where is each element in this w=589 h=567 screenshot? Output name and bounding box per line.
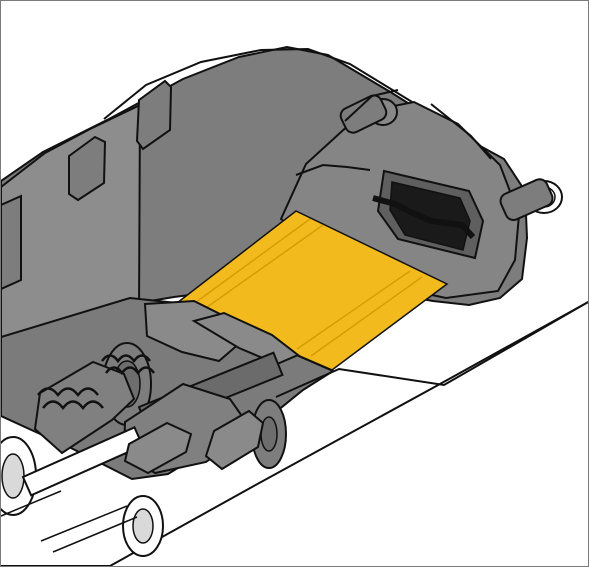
front-buffer-right (499, 178, 563, 222)
floor-line-3 (1, 490, 62, 517)
front-grille-step (372, 195, 476, 240)
lower-right-bracket (204, 409, 265, 471)
lower-center-block (123, 421, 193, 475)
underframe-lower-edge (1, 300, 588, 566)
floor-line-1 (40, 505, 128, 542)
floor-line-2 (52, 516, 138, 553)
spring-left (37, 387, 99, 398)
cab-window-upper (135, 79, 173, 151)
highlight-line-4 (310, 276, 423, 357)
nose-lower-contour (295, 163, 371, 176)
highlight-line-2 (202, 224, 324, 311)
axle-bottom (21, 426, 144, 497)
spring-left-2 (42, 400, 104, 411)
nose-side-contour (344, 89, 399, 122)
spring-right-2 (104, 366, 156, 376)
highlight-line-3 (296, 270, 411, 350)
underside-right-shadow (275, 300, 588, 398)
cab-window-left (68, 135, 107, 202)
front-buffer-left (339, 94, 398, 134)
side-door-strip (1, 194, 22, 291)
nose-ridge (430, 103, 492, 160)
highlight-line-1 (191, 218, 311, 306)
spring-right (100, 354, 152, 364)
front-grille-inner (389, 181, 471, 251)
wheel-bottom-left-inner (1, 453, 25, 499)
wheel-bottom-middle-inner (132, 508, 154, 544)
center-beam-right (191, 311, 300, 366)
